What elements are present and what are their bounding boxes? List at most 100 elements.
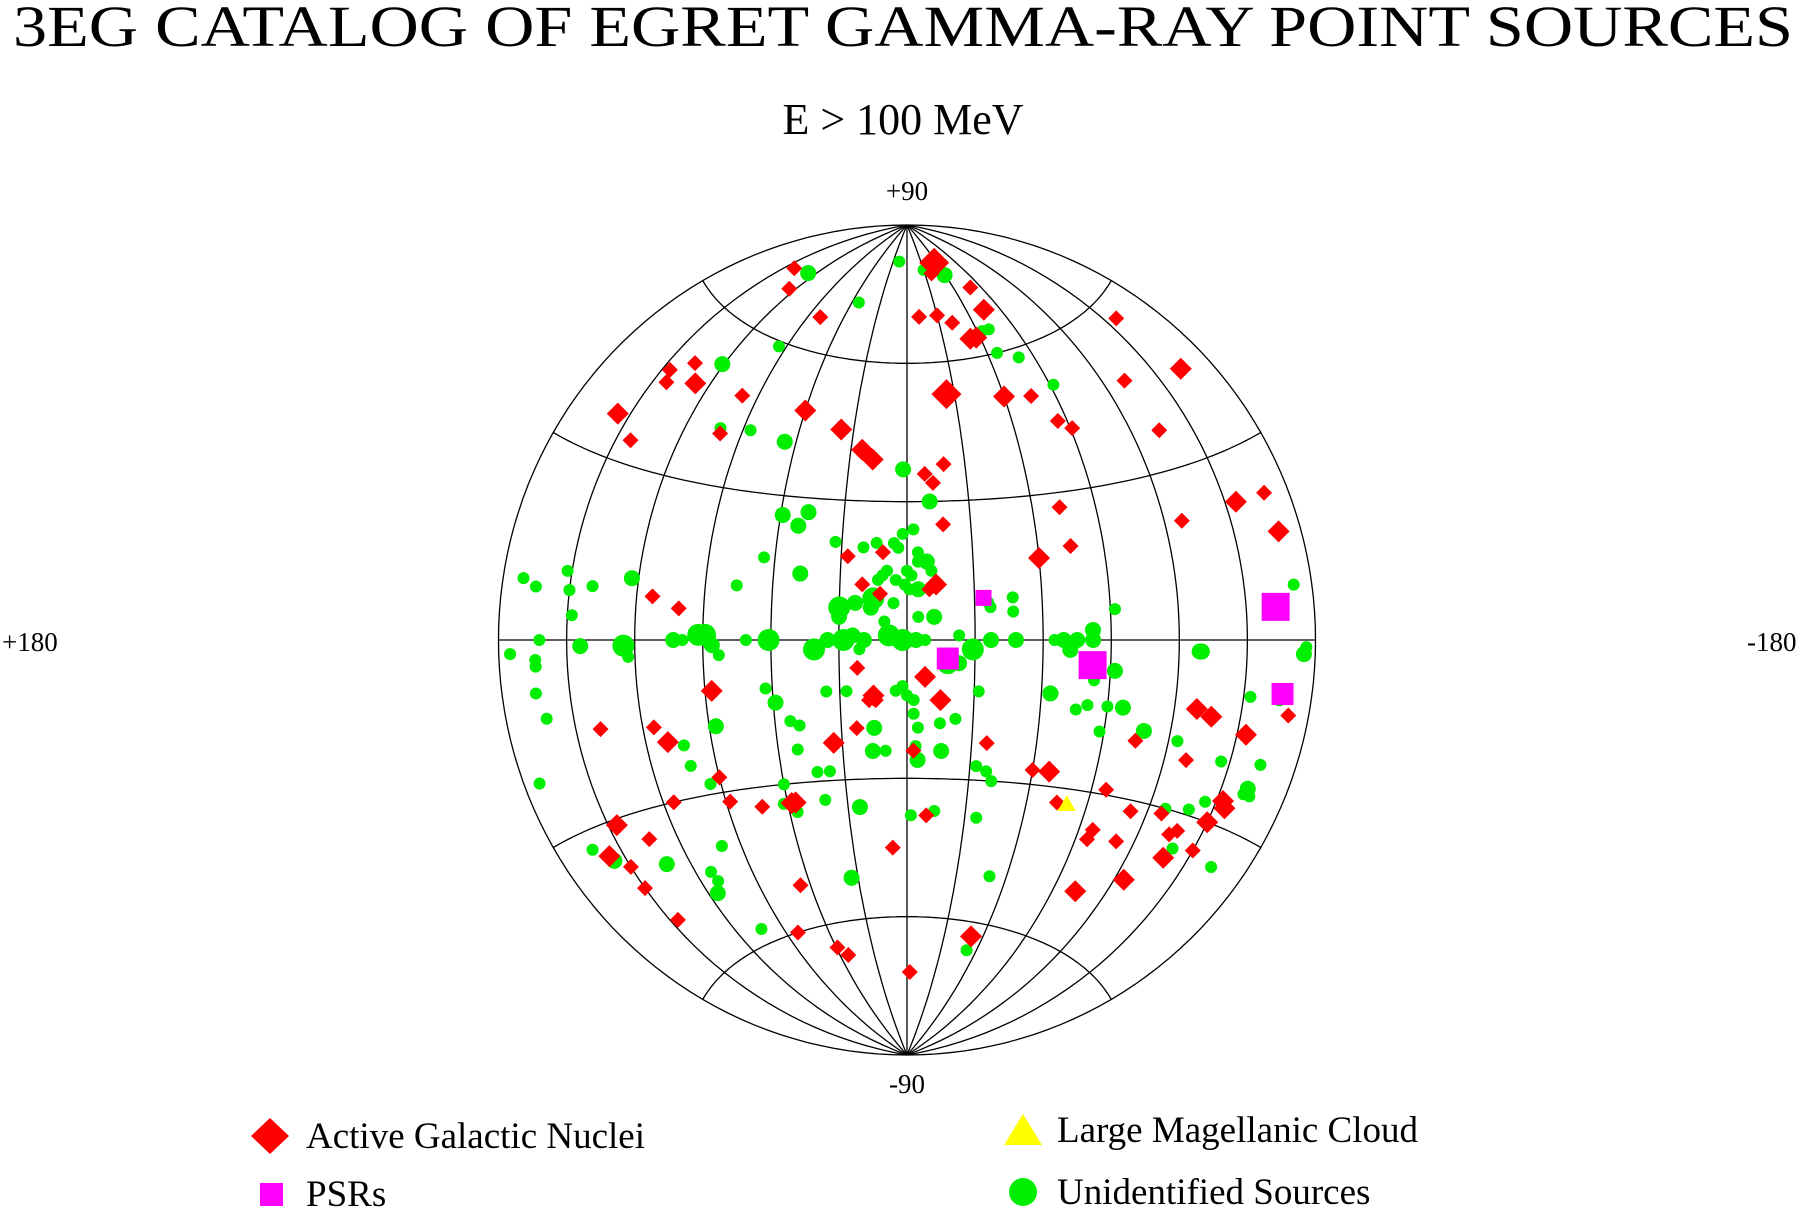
- unidentified-source-marker: [895, 461, 912, 478]
- unidentified-source-marker: [898, 578, 911, 591]
- unidentified-source-marker: [572, 638, 589, 655]
- agn-marker: [1280, 707, 1297, 724]
- unidentified-source-marker: [791, 743, 804, 756]
- agn-marker: [700, 679, 723, 702]
- agn-marker: [1256, 484, 1273, 501]
- agn-marker: [722, 793, 739, 810]
- agn-marker: [789, 924, 806, 941]
- unidentified-source-marker: [901, 564, 913, 577]
- agn-marker: [962, 279, 979, 296]
- grid-parallel: [552, 777, 1262, 849]
- agn-marker: [935, 516, 952, 533]
- tick-label-south: -90: [889, 1069, 925, 1099]
- unidentified-source-marker: [910, 581, 927, 598]
- unidentified-source-marker: [870, 536, 883, 549]
- agn-marker: [665, 794, 682, 811]
- agn-marker: [1116, 372, 1133, 389]
- agn-marker: [1064, 420, 1081, 437]
- agn-marker: [812, 309, 829, 326]
- tick-label-east: -180: [1747, 627, 1797, 657]
- unidentified-source-marker: [933, 743, 950, 760]
- agn-marker: [711, 769, 728, 786]
- agn-marker: [1173, 512, 1190, 529]
- unidentified-source-marker: [622, 650, 635, 663]
- unidentified-source-marker: [1046, 687, 1059, 700]
- agn-marker: [1084, 821, 1101, 838]
- unidentified-source-marker: [517, 572, 530, 585]
- agn-marker: [1064, 880, 1087, 903]
- unidentified-source-marker: [851, 799, 868, 816]
- agn-marker: [1213, 797, 1236, 820]
- agn-marker: [1108, 310, 1125, 327]
- agn-marker: [605, 814, 628, 837]
- agn-marker: [606, 402, 629, 425]
- agn-marker: [1184, 842, 1201, 859]
- unidentified-source-marker: [1093, 725, 1106, 738]
- unidentified-source-marker: [896, 527, 909, 540]
- agn-marker: [921, 581, 938, 598]
- agn-marker: [931, 379, 962, 410]
- unidentified-source-marker: [980, 765, 993, 778]
- unidentified-source-marker: [586, 843, 599, 856]
- unidentified-source-marker: [1069, 703, 1082, 716]
- agn-marker: [929, 689, 952, 712]
- agn-marker: [670, 600, 687, 617]
- agn-marker: [861, 448, 884, 471]
- unidentified-source-marker: [972, 685, 985, 698]
- agn-marker: [944, 314, 961, 331]
- unidentified-source-marker: [889, 574, 902, 587]
- unidentified-source-marker: [619, 639, 632, 652]
- agn-marker: [1023, 387, 1040, 404]
- legend-unid-marker: [1009, 1178, 1037, 1206]
- unidentified-source-marker: [792, 565, 809, 582]
- unidentified-source-marker: [677, 739, 690, 752]
- unidentified-source-marker: [563, 584, 576, 597]
- unidentified-source-marker: [676, 634, 689, 646]
- unidentified-source-marker: [1101, 700, 1114, 713]
- agn-marker: [781, 280, 798, 297]
- unidentified-source-marker: [1166, 842, 1179, 855]
- agn-marker: [1112, 868, 1135, 891]
- unidentified-source-marker: [840, 685, 853, 698]
- agn-marker: [905, 742, 922, 759]
- agn-marker: [1151, 422, 1168, 439]
- legend-psr-marker: [260, 1183, 283, 1206]
- agn-marker: [854, 576, 871, 593]
- unidentified-source-marker: [907, 693, 920, 706]
- unidentified-source-marker: [802, 638, 825, 661]
- agn-marker: [1038, 760, 1061, 783]
- unidentified-source-marker: [843, 869, 860, 886]
- unidentified-source-marker: [707, 718, 724, 735]
- source-markers: [504, 247, 1313, 981]
- agn-marker: [935, 456, 952, 473]
- legend-lmc-label: Large Magellanic Cloud: [1057, 1110, 1418, 1151]
- unidentified-source-marker: [982, 632, 999, 648]
- unidentified-source-marker: [586, 580, 599, 593]
- unidentified-source-marker: [744, 424, 757, 437]
- unidentified-source-marker: [982, 323, 995, 336]
- legend: Active Galactic Nuclei PSRs Large Magell…: [251, 1110, 1418, 1208]
- unidentified-source-marker: [759, 682, 772, 695]
- agn-marker: [1098, 781, 1115, 798]
- unidentified-source-marker: [776, 433, 793, 450]
- unidentified-source-marker: [1215, 755, 1228, 768]
- unidentified-source-marker: [715, 840, 728, 853]
- unidentified-source-marker: [730, 579, 743, 592]
- unidentified-source-marker: [767, 694, 784, 711]
- agn-marker: [661, 361, 678, 378]
- agn-marker: [1161, 826, 1178, 843]
- unidentified-source-marker: [893, 255, 906, 268]
- unidentified-source-marker: [960, 944, 973, 957]
- agn-marker: [848, 720, 865, 737]
- unidentified-source-marker: [912, 610, 925, 623]
- chart-title: 3EG CATALOG OF EGRET GAMMA-RAY POINT SOU…: [13, 0, 1793, 59]
- agn-marker: [792, 877, 809, 894]
- agn-marker: [669, 911, 686, 928]
- legend-unid-label: Unidentified Sources: [1057, 1172, 1370, 1208]
- unidentified-source-marker: [714, 356, 731, 373]
- unidentified-source-marker: [933, 717, 946, 730]
- unidentified-source-marker: [1007, 632, 1024, 648]
- agn-marker: [686, 355, 703, 372]
- unidentified-source-marker: [533, 634, 546, 646]
